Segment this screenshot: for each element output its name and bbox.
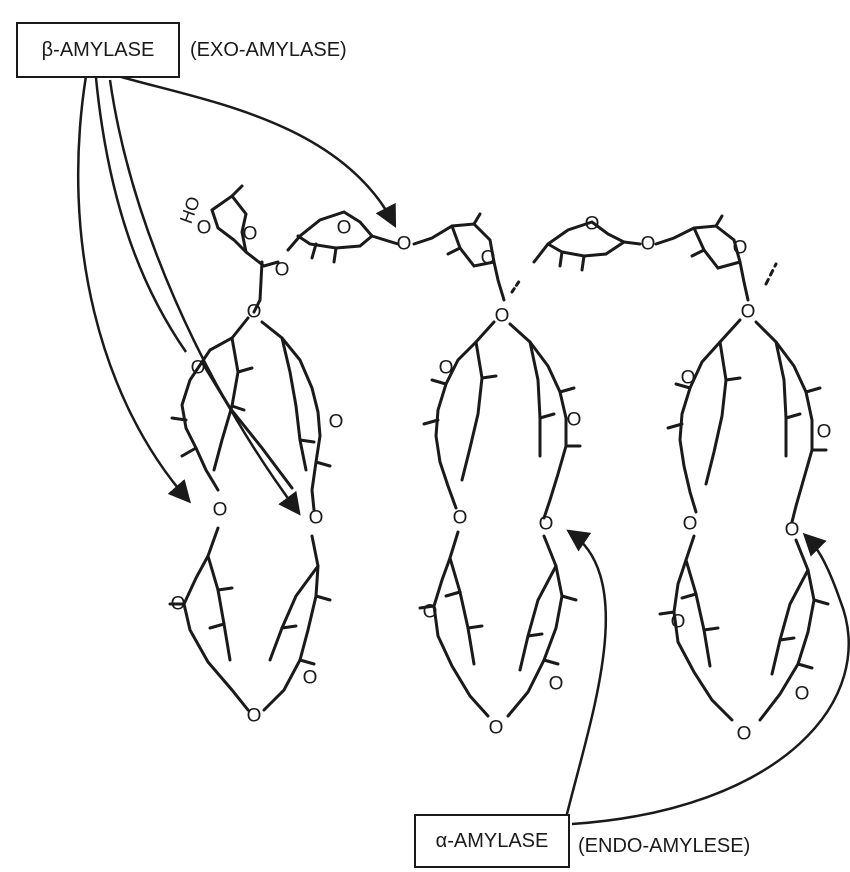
oxygen-label: O	[197, 218, 212, 239]
oxygen-label: O	[481, 248, 496, 269]
beta-amylase-label: β-AMYLASE	[16, 22, 180, 78]
oxygen-label: O	[495, 306, 510, 327]
oxygen-label: O	[549, 674, 564, 695]
oxygen-label: O	[329, 412, 344, 433]
oxygen-label: O	[795, 684, 810, 705]
oxygen-label: O	[733, 238, 748, 259]
oxygen-label: O	[423, 602, 438, 623]
oxygen-label: O	[681, 368, 696, 389]
beta-arrow-1	[78, 76, 188, 500]
oxygen-label: O	[213, 500, 228, 521]
oxygen-label: O	[539, 514, 554, 535]
oxygen-label: O	[247, 302, 262, 323]
oxygen-label: O	[785, 520, 800, 541]
helix-3	[660, 264, 828, 720]
oxygen-label: O	[817, 422, 832, 443]
oxygen-label: O	[397, 234, 412, 255]
top-chain	[212, 186, 748, 300]
alpha-arrow-2	[572, 536, 849, 824]
oxygen-label: O	[275, 260, 290, 281]
endo-amylese-label: (ENDO-AMYLESE)	[578, 836, 750, 856]
oxygen-label: O	[737, 724, 752, 745]
oxygen-label: O	[641, 234, 656, 255]
oxygen-label: O	[453, 508, 468, 529]
beta-arrow-2	[96, 78, 186, 352]
alpha-amylase-label: α-AMYLASE	[414, 814, 570, 868]
oxygen-label: O	[171, 594, 186, 615]
oxygen-label: O	[243, 224, 258, 245]
alpha-arrow-1	[566, 532, 606, 818]
helix-2	[420, 280, 580, 716]
beta-arrow-3	[110, 80, 298, 512]
helix-1	[170, 262, 330, 710]
oxygen-label: O	[567, 410, 582, 431]
oxygen-label: O	[247, 706, 262, 727]
beta-arrow-4	[118, 76, 394, 224]
oxygen-label: O	[489, 718, 504, 739]
oxygen-label: O	[671, 612, 686, 633]
oxygen-label: O	[337, 218, 352, 239]
oxygen-label: O	[741, 302, 756, 323]
oxygen-label: O	[585, 214, 600, 235]
oxygen-label: O	[309, 508, 324, 529]
oxygen-label: O	[683, 514, 698, 535]
exo-amylase-label: (EXO-AMYLASE)	[190, 40, 347, 60]
oxygen-label: O	[303, 668, 318, 689]
oxygen-label: O	[439, 358, 454, 379]
